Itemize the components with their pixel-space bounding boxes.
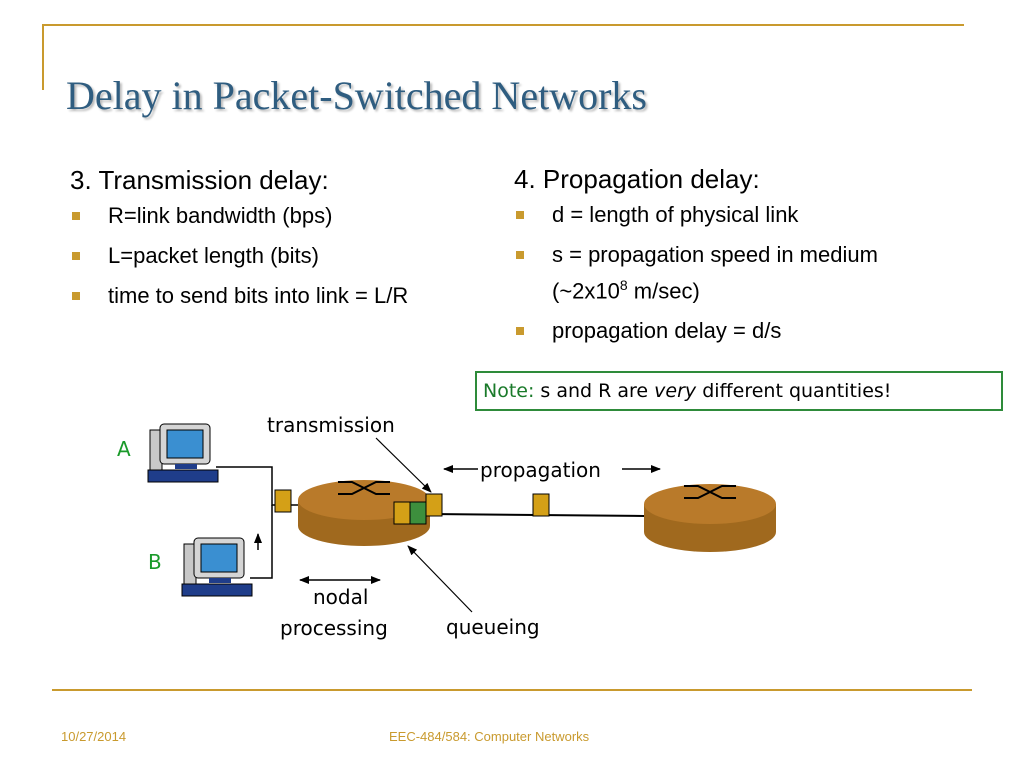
propagation-label: propagation (480, 458, 601, 482)
list-item: propagation delay = d/s (514, 316, 954, 346)
router-icon (644, 484, 776, 552)
bullet-icon (72, 292, 80, 300)
host-b-label: B (148, 550, 162, 574)
packet-queued-green (409, 501, 427, 525)
packet-incoming (274, 489, 292, 513)
link-b-to-router (250, 505, 273, 579)
transmission-label: transmission (267, 413, 395, 437)
computer-icon (147, 423, 219, 483)
packet-transmitting (425, 493, 443, 517)
bullet-text: propagation delay = d/s (552, 318, 782, 344)
propagation-delay-list: d = length of physical link s = propagat… (514, 200, 954, 346)
packet-propagating (532, 493, 550, 517)
list-item: s = propagation speed in medium (~2x108 … (514, 240, 954, 306)
note-text: s and R are (534, 380, 655, 402)
propagation-delay-section: 4. Propagation delay: d = length of phys… (514, 162, 954, 356)
list-item: d = length of physical link (514, 200, 954, 230)
exponent: 8 (619, 277, 628, 293)
slide-title: Delay in Packet-Switched Networks (66, 73, 647, 118)
left-border-line (42, 24, 44, 90)
top-border-line (42, 24, 964, 26)
list-item: L=packet length (bits) (70, 241, 470, 271)
footer-date: 10/27/2014 (61, 729, 127, 744)
list-item: time to send bits into link = L/R (70, 281, 470, 311)
propagation-delay-heading: 4. Propagation delay: (514, 164, 760, 194)
queueing-pointer-arrow (407, 545, 473, 613)
note-emphasis: very (654, 380, 697, 402)
queueing-label: queueing (446, 615, 540, 639)
nodal-label: nodal (313, 585, 368, 609)
transmission-delay-list: R=link bandwidth (bps) L=packet length (… (70, 201, 470, 311)
bullet-icon (516, 327, 524, 336)
bullet-icon (72, 212, 80, 220)
computer-icon (181, 537, 253, 597)
transmission-pointer-arrow (375, 437, 432, 493)
packet-queued (393, 501, 411, 525)
footer-course: EEC-484/584: Computer Networks (389, 729, 590, 744)
bottom-divider (52, 689, 972, 691)
note-text-end: different quantities! (696, 380, 892, 402)
bullet-icon (516, 211, 524, 219)
bullet-text: d = length of physical link (552, 202, 799, 227)
processing-label: processing (280, 616, 388, 640)
speed-unit: m/sec) (627, 278, 700, 304)
bullet-text: L=packet length (bits) (108, 243, 319, 268)
bullet-icon (516, 251, 524, 259)
host-a-label: A (117, 437, 131, 461)
bullet-text: R=link bandwidth (bps) (108, 203, 333, 228)
transmission-delay-heading: 3. Transmission delay: (70, 165, 329, 195)
list-item: R=link bandwidth (bps) (70, 201, 470, 231)
note-label: Note: (483, 380, 535, 402)
transmission-delay-section: 3. Transmission delay: R=link bandwidth … (70, 163, 470, 321)
bullet-text: s = propagation speed in medium (~2x10 (552, 242, 878, 304)
bullet-text: time to send bits into link = L/R (108, 283, 409, 308)
note-box: Note: s and R are very different quantit… (475, 371, 1003, 411)
bullet-icon (72, 252, 80, 260)
